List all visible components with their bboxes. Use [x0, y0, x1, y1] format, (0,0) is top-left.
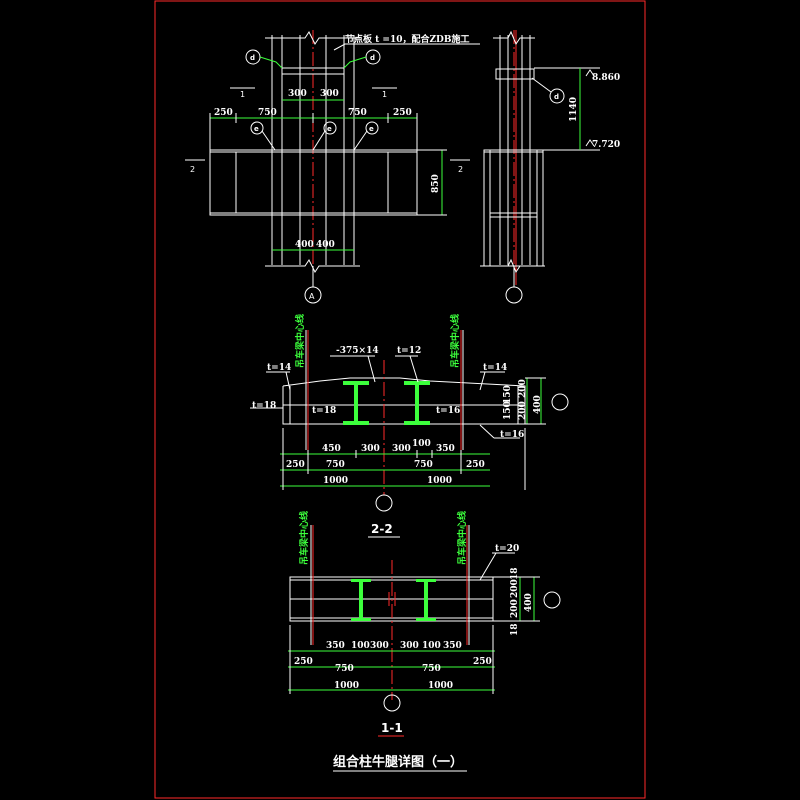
s22-row2-1: 750	[326, 460, 345, 470]
s11-row3-1: 1000	[428, 681, 453, 691]
elevation-top: 8.860	[592, 73, 620, 83]
s22-t14-right: t=14	[483, 363, 507, 373]
s22-row1-0: 450	[322, 444, 341, 454]
dim-col-300b: 300	[320, 89, 339, 99]
detail-mark-d-left: d	[250, 54, 255, 62]
detail-mark-d-side: d	[554, 93, 559, 101]
s22-row1-4: 350	[436, 444, 455, 454]
dim-col-300a: 300	[288, 89, 307, 99]
s22-plate-label: -375×14	[336, 346, 379, 356]
s11-row1-4: 100	[422, 641, 441, 651]
s11-row1-5: 350	[443, 641, 462, 651]
drawing-title: 组合柱牛腿详图（一）	[333, 754, 463, 770]
s22-right-2: 150	[503, 401, 513, 420]
section-mark-1-left: 1	[240, 90, 245, 99]
s11-axis-right: 吊车梁中心线	[456, 511, 468, 565]
dim-250a: 250	[214, 108, 233, 118]
s22-row2-3: 250	[466, 460, 485, 470]
section-label-1-1: 1-1	[381, 721, 403, 735]
s11-row1-1: 100	[351, 641, 370, 651]
s22-t16-bottom: t=16	[500, 430, 524, 440]
s11-row3-0: 1000	[334, 681, 359, 691]
dim-850: 850	[431, 174, 441, 193]
s11-right-4: 400	[524, 593, 534, 612]
s11-right-3: 18	[510, 623, 520, 636]
section-mark-1-right: 1	[382, 90, 387, 99]
s22-row1-2: 300	[392, 444, 411, 454]
s22-axis-left: 吊车梁中心线	[294, 314, 306, 368]
grid-axis-a: A	[309, 292, 315, 301]
side-elevation	[480, 30, 600, 304]
s22-row3-0: 1000	[323, 476, 348, 486]
drawing-frame	[154, 0, 646, 799]
section-mark-2-right: 2	[458, 165, 463, 174]
s11-row2-3: 250	[473, 657, 492, 667]
s11-row2-1: 750	[335, 664, 354, 674]
section-mark-2-left: 2	[190, 165, 195, 174]
s11-row2-0: 250	[294, 657, 313, 667]
s11-right-0: 18	[510, 567, 520, 580]
detail-mark-e-3: e	[369, 125, 374, 133]
elevation-bottom: 7.720	[592, 140, 620, 150]
s22-row2-0: 250	[286, 460, 305, 470]
section-1-1	[288, 525, 561, 737]
dim-250b: 250	[393, 108, 412, 118]
s22-t14-left: t=14	[267, 363, 291, 373]
detail-mark-e-1: e	[254, 125, 259, 133]
dim-400b: 400	[316, 240, 335, 250]
note-text: 节点板 t =10，配合ZDB施工	[345, 33, 469, 45]
dim-750b: 750	[348, 108, 367, 118]
s11-row2-2: 750	[422, 664, 441, 674]
s22-row1-1: 300	[361, 444, 380, 454]
dim-750a: 750	[258, 108, 277, 118]
section-2-2	[250, 330, 569, 538]
s11-row1-0: 350	[326, 641, 345, 651]
s22-t12-top: t=12	[397, 346, 421, 356]
s11-right-2: 200	[510, 599, 520, 618]
s22-right-1: 150	[503, 385, 513, 404]
s22-right-3: 200	[518, 401, 528, 420]
s22-row2-2: 750	[414, 460, 433, 470]
s22-t16-inner: t=16	[436, 406, 460, 416]
s22-axis-right: 吊车梁中心线	[449, 314, 461, 368]
s11-row1-3: 300	[400, 641, 419, 651]
s11-right-1: 200	[510, 579, 520, 598]
s11-axis-left: 吊车梁中心线	[298, 511, 310, 565]
s22-right-4: 400	[533, 395, 543, 414]
detail-mark-e-2: e	[327, 125, 332, 133]
s22-row3-1: 1000	[427, 476, 452, 486]
s11-t20: t=20	[495, 544, 519, 554]
s22-t18-left: t=18	[252, 401, 276, 411]
s22-t18-inner: t=18	[312, 406, 336, 416]
detail-mark-d-right: d	[370, 54, 375, 62]
s11-row1-2: 300	[370, 641, 389, 651]
section-label-2-2: 2-2	[371, 522, 393, 536]
s22-right-0: 200	[518, 379, 528, 398]
dim-400a: 400	[295, 240, 314, 250]
front-elevation	[185, 30, 480, 304]
dim-1140: 1140	[569, 97, 579, 122]
s22-row1-3: 100	[412, 439, 431, 449]
